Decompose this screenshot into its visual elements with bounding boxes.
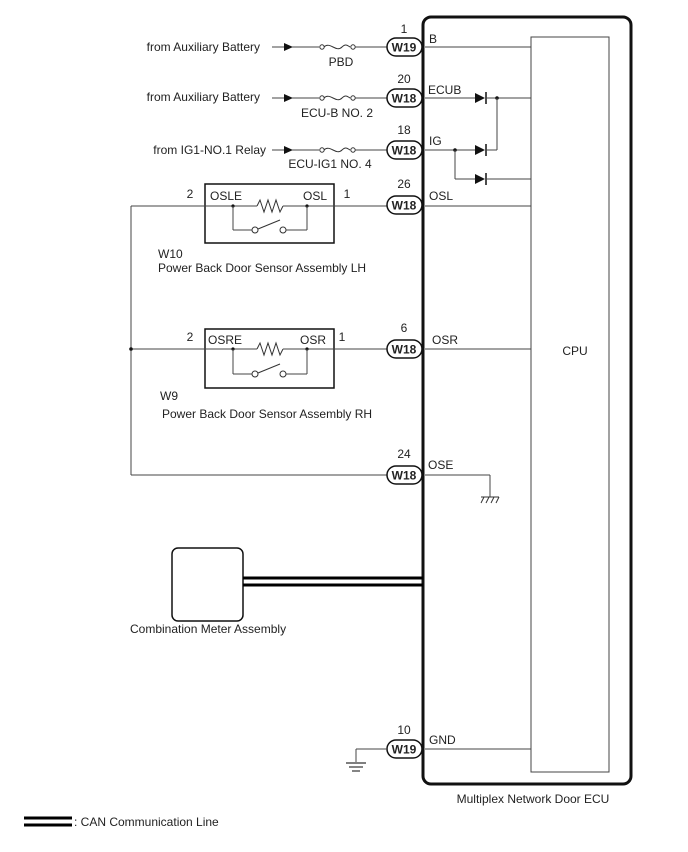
source-aux-battery-1: from Auxiliary Battery [147, 40, 260, 54]
ecu-name: Multiplex Network Door ECU [457, 792, 610, 806]
diode-icon [475, 144, 487, 156]
sensor-rh-term-left: OSRE [208, 333, 242, 347]
diode-icon [475, 173, 487, 185]
connector-b [386, 37, 423, 57]
source-ig1-relay: from IG1-NO.1 Relay [153, 143, 266, 157]
connector-ose [386, 465, 423, 485]
fuse-icon [319, 95, 356, 101]
sensor-rh-pin-left: 2 [187, 330, 194, 344]
junction-dot [129, 347, 133, 351]
pin-ecub: 20 [397, 72, 411, 86]
connector-gnd-code: W19 [392, 743, 417, 757]
connector-ecub-code: W18 [392, 92, 417, 106]
connector-ecub [386, 88, 423, 108]
pin-ig: 18 [397, 123, 411, 137]
sensor-lh-pin-left: 2 [187, 187, 194, 201]
connector-osl-code: W18 [392, 199, 417, 213]
cpu-label: CPU [562, 344, 587, 358]
sensor-rh-term-right: OSR [300, 333, 326, 347]
terminal-osl: OSL [429, 189, 453, 203]
cpu-box [530, 36, 610, 773]
terminal-b: B [429, 32, 437, 46]
terminal-ecub: ECUB [428, 83, 461, 97]
pin-osl: 26 [397, 177, 411, 191]
source-aux-battery-2: from Auxiliary Battery [147, 90, 260, 104]
fuse-pbd-label: PBD [329, 55, 354, 69]
connector-osl [386, 195, 423, 215]
switch-icon [251, 363, 287, 378]
sensor-lh-box [204, 183, 335, 244]
sensor-rh-box [204, 328, 335, 389]
sensor-lh-code: W10 [158, 247, 183, 261]
resistor-icon [256, 198, 284, 214]
sensor-lh-name: Power Back Door Sensor Assembly LH [158, 261, 366, 275]
arrow-icon [284, 146, 293, 154]
pin-gnd: 10 [397, 723, 411, 737]
sensor-lh-pin-right: 1 [344, 187, 351, 201]
arrow-icon [284, 43, 293, 51]
pin-osr: 6 [401, 321, 408, 335]
diode-icon [475, 92, 487, 104]
sensor-lh-term-left: OSLE [210, 189, 242, 203]
fuse-ecu-ig1-label: ECU-IG1 NO. 4 [288, 157, 372, 171]
connector-osr-code: W18 [392, 343, 417, 357]
terminal-gnd: GND [429, 733, 456, 747]
switch-icon [251, 219, 287, 234]
fuse-icon [319, 44, 356, 50]
terminal-osr: OSR [432, 333, 458, 347]
sensor-rh-code: W9 [160, 389, 178, 403]
fuse-ecu-b-label: ECU-B NO. 2 [301, 106, 373, 120]
ecu-box [421, 15, 633, 786]
sensor-rh-pin-right: 1 [339, 330, 346, 344]
combination-meter-name: Combination Meter Assembly [130, 622, 286, 636]
connector-ig [386, 140, 423, 160]
terminal-ig: IG [429, 134, 442, 148]
sensor-rh-name: Power Back Door Sensor Assembly RH [162, 407, 372, 421]
pin-ose: 24 [397, 447, 411, 461]
arrow-icon [284, 94, 293, 102]
can-line-legend: : CAN Communication Line [74, 815, 219, 829]
pin-b: 1 [401, 22, 408, 36]
ground-icon [346, 762, 366, 772]
sensor-lh-term-right: OSL [303, 189, 327, 203]
can-line-legend-icon [24, 816, 72, 827]
connector-ose-code: W18 [392, 469, 417, 483]
connector-osr [386, 339, 423, 359]
fuse-icon [319, 147, 356, 153]
combination-meter-box [171, 547, 244, 622]
connector-b-code: W19 [392, 41, 417, 55]
connector-ig-code: W18 [392, 144, 417, 158]
chassis-ground-icon [480, 496, 500, 504]
resistor-icon [256, 341, 284, 357]
terminal-ose: OSE [428, 458, 453, 472]
